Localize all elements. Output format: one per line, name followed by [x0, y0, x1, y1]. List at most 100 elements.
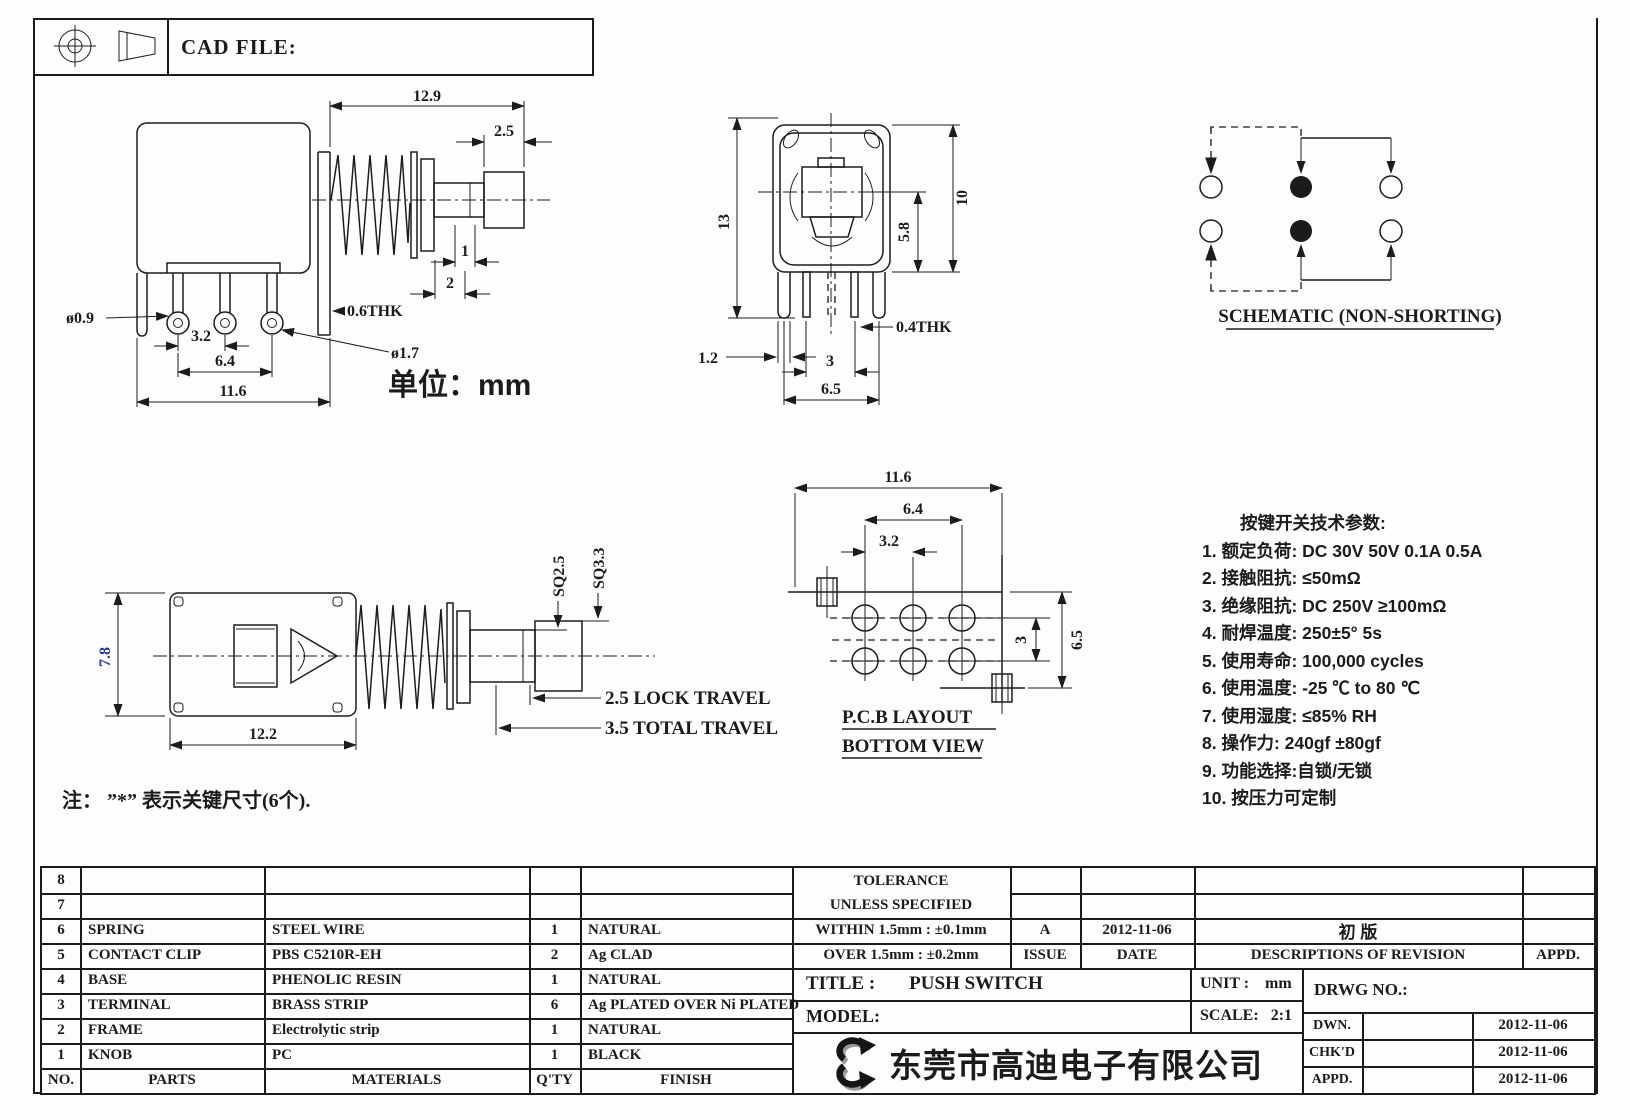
- row-parts: FRAME: [88, 1022, 143, 1038]
- dim-2: 2: [446, 275, 454, 292]
- dim-12-9: 12.9: [413, 88, 441, 105]
- row-parts: TERMINAL: [88, 997, 171, 1013]
- dim-5-8: 5.8: [896, 222, 913, 242]
- dim-10: 10: [954, 190, 971, 206]
- row-no: 8: [57, 872, 65, 888]
- dim-0-6-thk: 0.6THK: [347, 303, 403, 320]
- tech-item: 6. 使用温度: -25 ℃ to 80 ℃: [1202, 678, 1421, 698]
- row-no: 1: [57, 1047, 65, 1063]
- terminal-legs: [166, 273, 284, 335]
- dim-hole-0-9: ø0.9: [66, 310, 94, 327]
- row-no: 3: [57, 997, 65, 1013]
- dim-sq2-5: SQ2.5: [551, 556, 568, 597]
- pcb-dim-6-5: 6.5: [1069, 630, 1086, 650]
- scale-value: 2:1: [1270, 1007, 1293, 1024]
- top-view-dimensions: 7.8 SQ2.5 SQ3.3 12.2 2.5 LOCK TRAVEL 3.5…: [97, 548, 778, 750]
- schematic-pins: [1199, 175, 1403, 243]
- dim-6-4: 6.4: [215, 353, 235, 370]
- row-no: 5: [57, 947, 65, 963]
- row-no: 4: [57, 972, 65, 988]
- row-finish: BLACK: [588, 1047, 642, 1063]
- front-view-dimensions: 13 10 5.8 0.4THK 1.2 3: [698, 117, 971, 405]
- drwg-no-label: DRWG NO.:: [1314, 980, 1408, 999]
- row-materials: PHENOLIC RESIN: [272, 972, 402, 988]
- pcb-dimensions-right: 3 6.5: [982, 591, 1086, 689]
- tech-item: 2. 接触阻抗: ≤50mΩ: [1202, 568, 1361, 588]
- dim-2-5: 2.5: [494, 123, 514, 140]
- tolerance-over: OVER 1.5mm : ±0.2mm: [823, 947, 979, 963]
- dim-1-2: 1.2: [698, 350, 718, 367]
- title-row: TITLE : PUSH SWITCH: [792, 968, 1204, 1000]
- row-no: 6: [57, 922, 65, 938]
- tech-item: 4. 耐焊温度: 250±5° 5s: [1202, 623, 1383, 643]
- side-view-dimensions: 12.9 2.5 1 2 ø0.9 0.6THK: [66, 88, 552, 407]
- tech-item: 10. 按压力可定制: [1202, 788, 1337, 808]
- dim-12-2: 12.2: [249, 726, 277, 743]
- revision-appd-value: [1522, 918, 1594, 943]
- top-view-drawing: 7.8 SQ2.5 SQ3.3 12.2 2.5 LOCK TRAVEL 3.5…: [97, 548, 778, 750]
- sign-date: 2012-11-06: [1498, 1017, 1568, 1033]
- front-view-drawing: 13 10 5.8 0.4THK 1.2 3: [698, 113, 971, 405]
- model-label: MODEL:: [806, 1005, 880, 1026]
- unit-row: UNIT : mm: [1190, 968, 1312, 1000]
- revision-issue-value: A: [1039, 922, 1051, 938]
- revision-header-appd: APPD.: [1536, 947, 1580, 963]
- pcb-dim-3: 3: [1013, 636, 1030, 644]
- schematic-drawing: SCHEMATIC (NON-SHORTING): [1199, 126, 1502, 330]
- cad-strip-divider: [167, 20, 169, 74]
- dim-11-6: 11.6: [219, 383, 246, 400]
- row-parts: BASE: [88, 972, 128, 988]
- pcb-layout-drawing: 11.6 6.4 3.2: [788, 469, 1086, 759]
- front-view-body: [758, 113, 908, 337]
- sign-label: APPD.: [1311, 1071, 1353, 1087]
- dim-13: 13: [716, 214, 733, 230]
- unit-note: 单位：mm: [388, 368, 531, 402]
- top-view-body: [153, 592, 655, 717]
- row-parts: SPRING: [88, 922, 145, 938]
- cad-file-label: CAD FILE:: [181, 34, 297, 59]
- dim-3-2: 3.2: [191, 328, 211, 345]
- scale-label: SCALE:: [1200, 1007, 1259, 1024]
- row-qty: 6: [550, 997, 559, 1013]
- revision-header-date: DATE: [1116, 947, 1158, 963]
- spring-coil: [330, 154, 411, 256]
- company-block: 东莞市高迪电子有限公司: [792, 1032, 1302, 1093]
- tech-item: 1. 额定负荷: DC 30V 50V 0.1A 0.5A: [1202, 540, 1483, 561]
- row-no: 7: [57, 897, 65, 913]
- sign-label: CHK'D: [1309, 1044, 1355, 1060]
- scale-row: SCALE: 2:1: [1190, 1000, 1312, 1032]
- title-block-table: 8 7 6 SPRING STEEL WIRE 1 NATURAL 5 CONT…: [40, 866, 1596, 1095]
- dim-sq3-3: SQ3.3: [591, 548, 608, 589]
- key-dimension-note: 注： ”*” 表示关键尺寸(6个).: [62, 790, 311, 812]
- row-materials: STEEL WIRE: [272, 922, 365, 938]
- col-header-qty: Q'TY: [536, 1072, 573, 1088]
- dim-0-4-thk: 0.4THK: [896, 319, 952, 336]
- row-qty: 1: [550, 972, 559, 988]
- pcb-dim-11-6: 11.6: [884, 469, 911, 486]
- col-header-materials: MATERIALS: [351, 1072, 442, 1088]
- projection-symbol-icon: [54, 25, 156, 67]
- tolerance-line2: UNLESS SPECIFIED: [829, 897, 973, 913]
- pcb-layout-label: P.C.B LAYOUT: [842, 707, 972, 728]
- row-qty: 1: [550, 1022, 559, 1038]
- tech-item: 7. 使用湿度: ≤85% RH: [1202, 705, 1377, 726]
- row-materials: Electrolytic strip: [272, 1022, 380, 1038]
- company-name: 东莞市高迪电子有限公司: [889, 1046, 1263, 1084]
- tech-item: 8. 操作力: 240gf ±80gf: [1202, 733, 1381, 753]
- col-header-no: NO.: [47, 1072, 75, 1088]
- row-qty: 1: [550, 1047, 559, 1063]
- dim-3: 3: [826, 353, 834, 370]
- row-finish: NATURAL: [588, 1022, 662, 1038]
- col-header-finish: FINISH: [660, 1072, 712, 1088]
- side-view-drawing: 12.9 2.5 1 2 ø0.9 0.6THK: [66, 88, 552, 407]
- pcb-dim-6-4: 6.4: [903, 501, 923, 518]
- dim-1: 1: [461, 243, 469, 260]
- pcb-holes: [845, 598, 982, 681]
- revision-date-value: 2012-11-06: [1102, 922, 1172, 938]
- pcb-dim-3-2: 3.2: [879, 533, 899, 550]
- row-parts: CONTACT CLIP: [88, 947, 202, 963]
- row-parts: KNOB: [88, 1047, 133, 1063]
- side-view-body: [136, 122, 550, 337]
- schematic-label: SCHEMATIC (NON-SHORTING): [1218, 306, 1501, 327]
